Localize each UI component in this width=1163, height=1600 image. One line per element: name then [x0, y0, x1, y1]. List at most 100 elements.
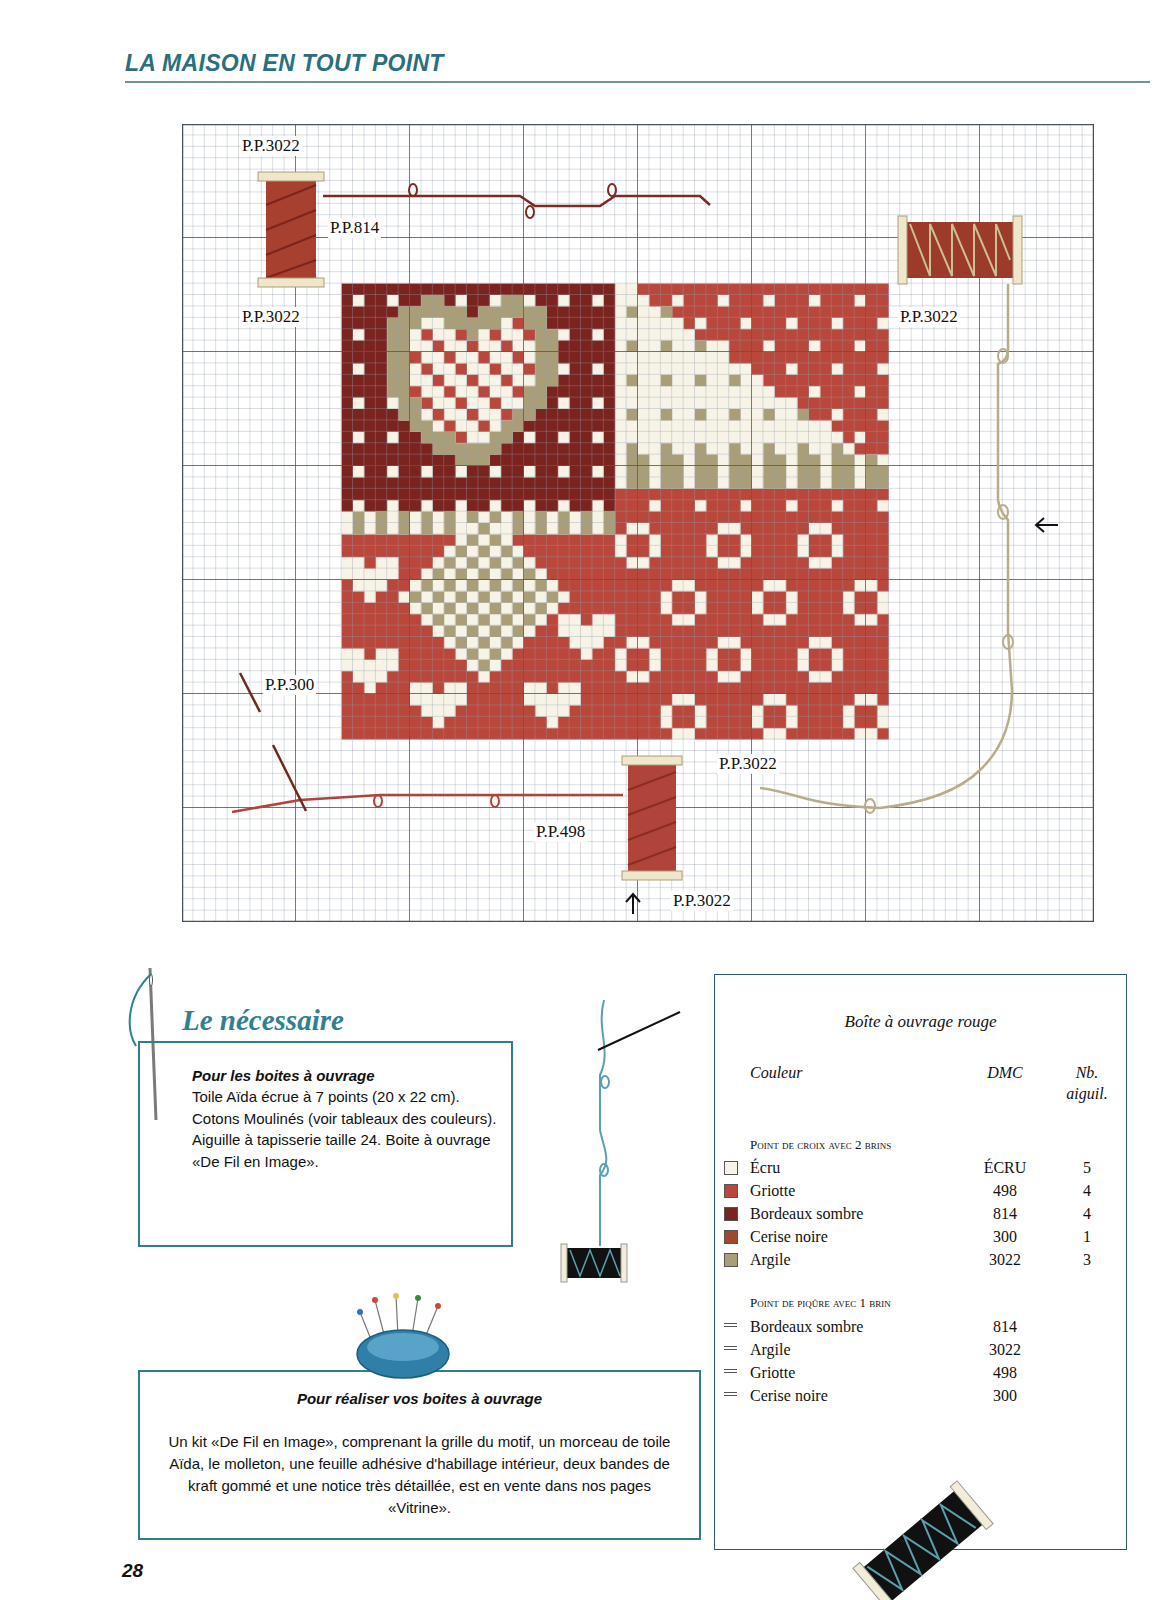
column-header: Couleur: [750, 1062, 802, 1083]
spool-bottom: [622, 756, 682, 880]
page-title: LA MAISON EN TOUT POINT: [125, 50, 444, 76]
center-arrows: [626, 518, 1058, 914]
minor-grid: [182, 124, 1094, 922]
chart-border: [183, 125, 1094, 922]
spool-top-right: [906, 222, 1014, 278]
thread-814: [608, 184, 616, 196]
dmc-number: 814: [965, 1203, 1045, 1224]
color-swatch: [724, 1207, 738, 1221]
needle-decoration: [130, 968, 156, 1120]
spool-top-left: [266, 185, 316, 278]
legend-text: Griotte: [750, 1180, 795, 1201]
major-grid: [182, 124, 1094, 922]
thread-3022: [760, 284, 1012, 808]
thread-label: P.P.498: [534, 822, 587, 842]
dmc-number: 300: [965, 1385, 1045, 1406]
thread-label: P.P.3022: [898, 307, 960, 327]
pincushion: [360, 1312, 372, 1342]
pincushion: [415, 1295, 421, 1301]
spool-bottom: [628, 764, 676, 872]
pincushion: [435, 1303, 441, 1309]
color-swatch: [724, 1230, 738, 1244]
thread-illustration: [621, 1244, 627, 1282]
spool-top-left: [258, 172, 324, 181]
legend-text: Argile: [750, 1339, 791, 1360]
pincushion: [367, 1333, 439, 1361]
legend-text: Bordeaux sombre: [750, 1316, 863, 1337]
spool-bottom: [622, 871, 682, 880]
thread-label: P.P.3022: [671, 891, 733, 911]
kit-heading: Pour réaliser vos boites à ouvrage: [158, 1388, 681, 1409]
thread-814: [323, 184, 710, 218]
thread-814: [526, 206, 534, 218]
spool-decoration: [853, 1562, 896, 1600]
pincushion: [372, 1297, 378, 1303]
thread-498: [232, 795, 623, 812]
pincushion: [393, 1293, 399, 1299]
thread-3022: [865, 799, 875, 813]
spool-decoration: [863, 1491, 983, 1600]
skein-count: 3: [1057, 1249, 1117, 1270]
dmc-number: 3022: [965, 1249, 1045, 1270]
dmc-number: 814: [965, 1316, 1045, 1337]
color-swatch: [724, 1161, 738, 1175]
spool-decoration: [867, 1497, 975, 1597]
skein-count: 1: [1057, 1226, 1117, 1247]
chart-ground: [182, 124, 1094, 922]
thread-3022: [998, 505, 1008, 519]
line-sample: [724, 1392, 737, 1396]
thread-814: [323, 196, 710, 206]
needle-decoration: [130, 974, 151, 1046]
spool-top-left: [266, 180, 316, 279]
thread-label: P.P.3022: [240, 136, 302, 156]
thread-498: [374, 795, 382, 807]
legend-text: Griotte: [750, 1362, 795, 1383]
needle-300: [273, 745, 306, 811]
skein-count: 4: [1057, 1180, 1117, 1201]
needle-300: [240, 673, 260, 712]
color-key-title: Boîte à ouvrage rouge: [725, 1011, 1116, 1033]
center-arrows: [1036, 518, 1058, 532]
legend-text: Écru: [750, 1157, 780, 1178]
thread-illustration: [561, 1244, 567, 1282]
supplies-box: Le nécessairePour les boites à ouvrageTo…: [138, 1041, 513, 1247]
spool-decoration: [853, 1481, 993, 1600]
page-number: 28: [122, 1560, 143, 1582]
kit-body: Un kit «De Fil en Image», comprenant la …: [158, 1431, 681, 1519]
thread-illustration: [600, 1000, 606, 1246]
supplies-body: Toile Aïda écrue à 7 points (20 x 22 cm)…: [192, 1086, 497, 1172]
thread-illustration: [561, 1000, 680, 1282]
thread-3022: [1003, 635, 1013, 649]
thread-illustration: [566, 1248, 622, 1278]
dmc-number: 3022: [965, 1339, 1045, 1360]
supplies-subheading: Pour les boites à ouvrage: [192, 1065, 497, 1086]
thread-label: P.P.814: [328, 218, 381, 238]
dmc-number: 498: [965, 1362, 1045, 1383]
spool-top-right: [910, 224, 1010, 276]
dmc-number: 300: [965, 1226, 1045, 1247]
thread-illustration: [598, 1012, 680, 1050]
pincushion: [375, 1300, 385, 1338]
pincushion: [396, 1296, 398, 1336]
thread-label: P.P.300: [263, 675, 316, 695]
thread-illustration: [601, 1076, 609, 1088]
pincushion: [424, 1306, 438, 1340]
thread-illustration: [600, 1164, 608, 1176]
supplies-heading: Le nécessaire: [176, 1003, 350, 1037]
thread-498: [232, 795, 623, 812]
legend-text: Cerise noire: [750, 1385, 828, 1406]
spool-decoration: [950, 1481, 993, 1530]
spool-top-right: [898, 216, 1022, 284]
pincushion: [357, 1309, 363, 1315]
skein-count: 5: [1057, 1157, 1117, 1178]
spool-bottom: [622, 756, 682, 765]
dmc-number: 498: [965, 1180, 1045, 1201]
column-header: Nb. aiguil.: [1059, 1062, 1115, 1104]
color-swatch: [724, 1184, 738, 1198]
kit-box: Pour réaliser vos boites à ouvrage Un kit…: [138, 1370, 701, 1540]
column-header: DMC: [965, 1062, 1045, 1083]
spool-top-right: [1013, 216, 1022, 284]
legend-text: Argile: [750, 1249, 791, 1270]
needle-decoration: [150, 968, 156, 1120]
